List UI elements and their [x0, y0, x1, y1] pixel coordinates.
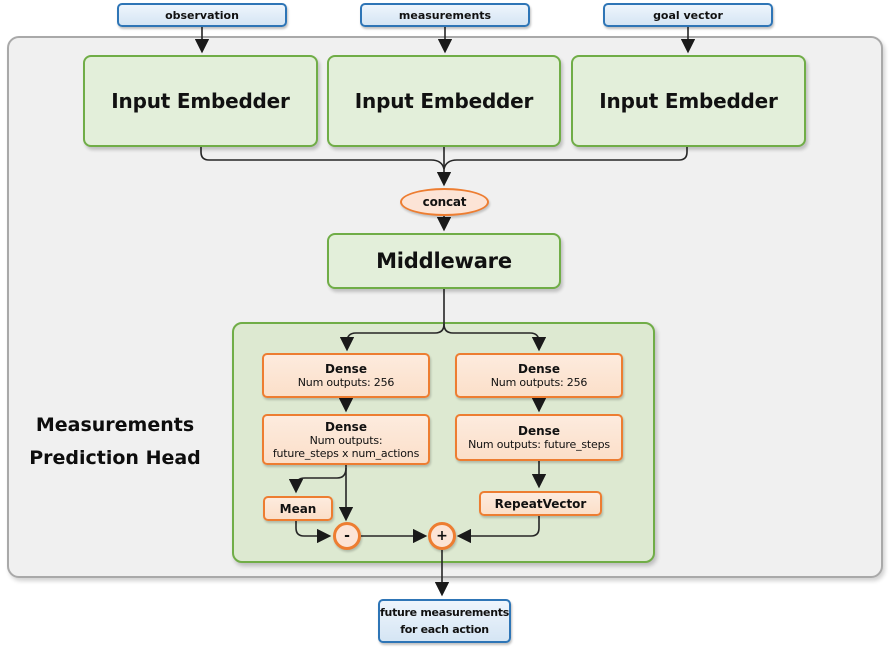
input-box-goal-vector: goal vector [603, 3, 773, 27]
dense-right-2-outputs: Num outputs: future_steps [468, 438, 610, 451]
prediction-head-title-line2: Prediction Head [29, 447, 201, 469]
dense-right-2-title: Dense [518, 424, 560, 438]
dense-right-1: Dense Num outputs: 256 [455, 353, 623, 398]
dense-left-2-outputs: Num outputs: [309, 433, 383, 447]
dense-right-2: Dense Num outputs: future_steps [455, 414, 623, 461]
middleware-box: Middleware [327, 233, 561, 289]
concat-node: concat [400, 188, 489, 216]
input-embedder-2-label: Input Embedder [354, 89, 534, 113]
concat-label: concat [422, 195, 467, 209]
prediction-head-title: Measurements Prediction Head [15, 409, 215, 475]
input-embedder-1-label: Input Embedder [111, 89, 290, 113]
input-embedder-3: Input Embedder [571, 55, 806, 147]
input-box-measurements: measurements [360, 3, 530, 27]
add-label: + [436, 528, 448, 544]
repeat-vector-label: RepeatVector [494, 496, 587, 511]
dense-left-1: Dense Num outputs: 256 [262, 353, 430, 398]
dense-left-2-title: Dense [325, 419, 367, 434]
subtract-node: - [333, 522, 361, 550]
output-box: future measurements for each action [378, 599, 511, 643]
middleware-label: Middleware [376, 249, 512, 273]
input-embedder-1: Input Embedder [83, 55, 318, 147]
dense-right-1-outputs: Num outputs: 256 [490, 376, 588, 389]
subtract-label: - [344, 528, 350, 544]
input-box-measurements-label: measurements [398, 8, 492, 22]
mean-label: Mean [279, 501, 317, 516]
dense-left-2-outputs-value: future_steps x num_actions [272, 446, 420, 460]
mean-box: Mean [263, 496, 333, 521]
input-box-observation-label: observation [165, 8, 239, 22]
add-node: + [428, 522, 456, 550]
input-box-goal-vector-label: goal vector [653, 8, 723, 22]
input-embedder-3-label: Input Embedder [599, 89, 778, 113]
dense-right-1-title: Dense [518, 362, 560, 376]
dense-left-1-title: Dense [325, 362, 367, 376]
dense-left-2: Dense Num outputs: future_steps x num_ac… [262, 414, 430, 465]
input-embedder-2: Input Embedder [327, 55, 561, 147]
repeat-vector-box: RepeatVector [479, 491, 602, 516]
output-line1: future measurements [380, 606, 509, 619]
input-box-observation: observation [117, 3, 287, 27]
prediction-head-title-line1: Measurements [35, 414, 195, 436]
dense-left-1-outputs: Num outputs: 256 [297, 376, 395, 389]
output-line2: for each action [400, 623, 489, 636]
